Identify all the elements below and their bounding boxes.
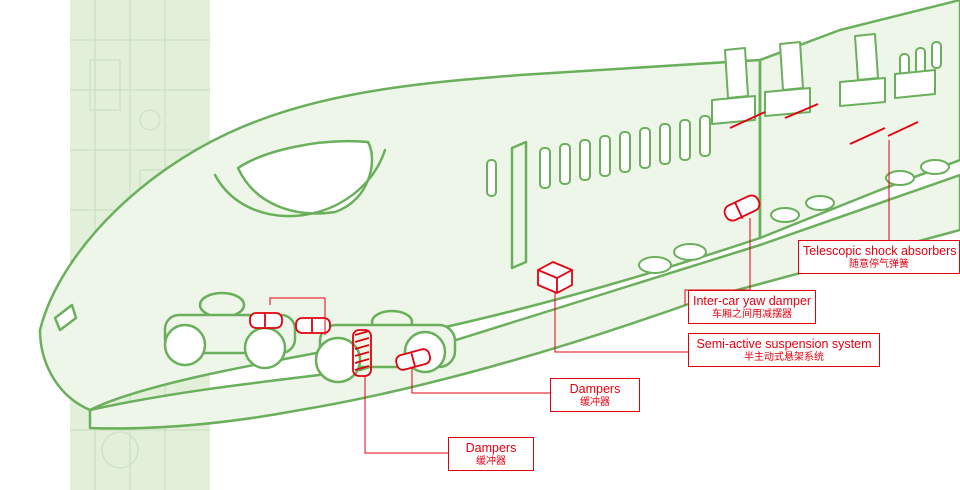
- callout-label-zh: 缓冲器: [476, 456, 506, 467]
- callout-label-zh: 缓冲器: [580, 397, 610, 408]
- callout-inter-car-yaw-damper: Inter-car yaw damper 车厢之间用减摆器: [688, 290, 816, 324]
- callout-semi-active-suspension-system: Semi-active suspension system 半主动式悬架系统: [688, 333, 880, 367]
- callout-label-en: Inter-car yaw damper: [693, 294, 812, 308]
- coil-spring-icon: [352, 329, 372, 377]
- callout-label-zh: 半主动式悬架系统: [744, 352, 824, 363]
- callout-dampers-spring: Dampers 缓冲器: [448, 437, 534, 471]
- callout-telescopic-shock-absorbers: Telescopic shock absorbers 随意停气弹簧: [798, 240, 960, 274]
- callout-label-en: Dampers: [465, 441, 517, 455]
- callout-label-en: Telescopic shock absorbers: [803, 244, 957, 258]
- callout-dampers-bogie: Dampers 缓冲器: [550, 378, 640, 412]
- semi-active-box-icon: [537, 261, 573, 294]
- yaw-damper-icon: [723, 194, 761, 222]
- damper-1-icon: [249, 312, 283, 329]
- callout-label-zh: 车厢之间用减摆器: [712, 309, 792, 320]
- damper-3-icon: [395, 348, 432, 371]
- callout-label-zh: 随意停气弹簧: [849, 259, 909, 270]
- components: [249, 103, 919, 377]
- damper-2-icon: [295, 317, 331, 334]
- callout-label-en: Semi-active suspension system: [696, 337, 872, 351]
- telescopic-absorber-icons: [729, 103, 919, 145]
- callout-label-en: Dampers: [569, 382, 621, 396]
- train-body: [38, 0, 960, 430]
